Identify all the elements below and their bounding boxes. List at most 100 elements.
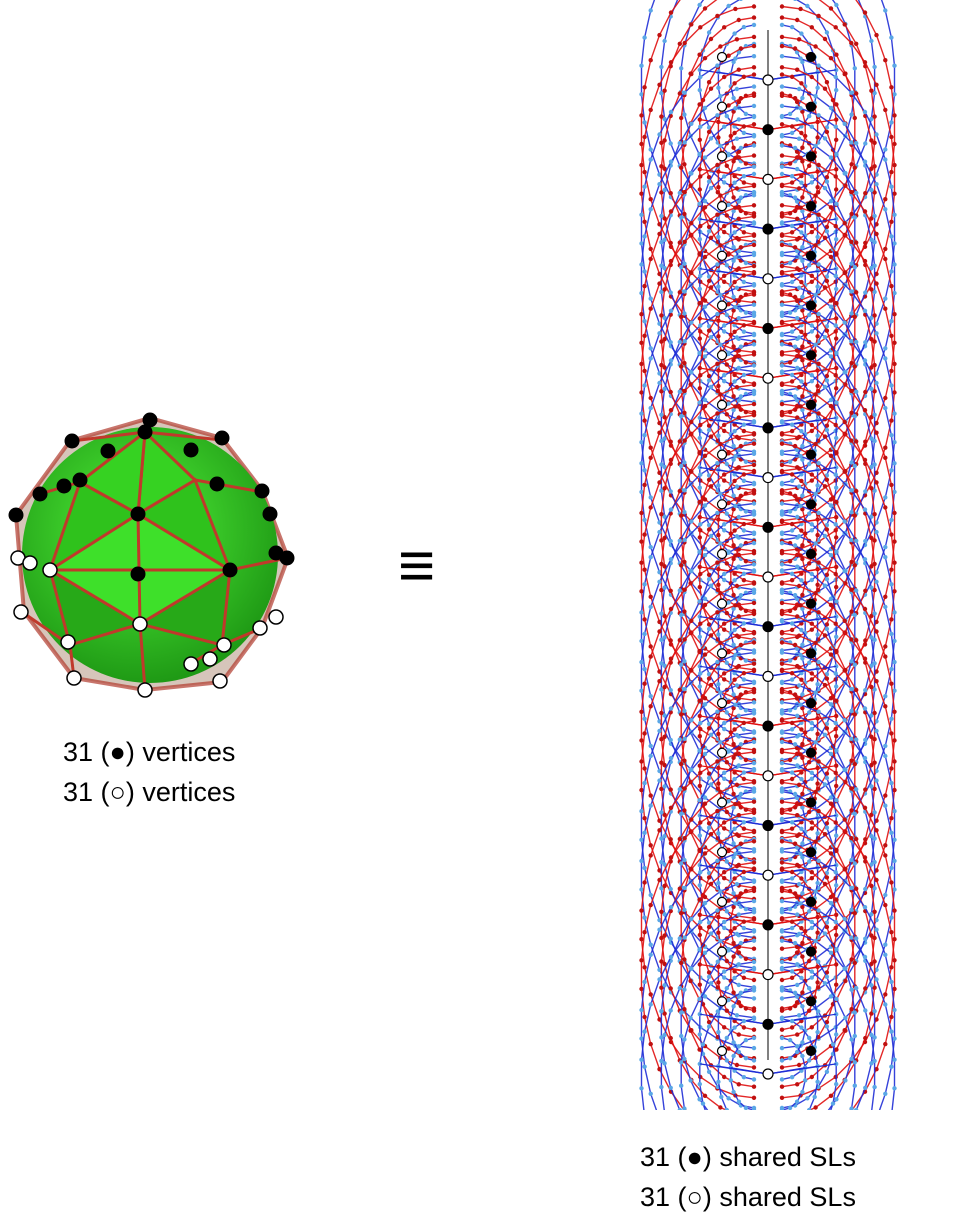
schlegel-point — [751, 631, 757, 636]
schlegel-point — [779, 1008, 785, 1013]
schlegel-edge — [680, 464, 755, 690]
schlegel-point — [869, 564, 874, 569]
schlegel-point — [648, 395, 653, 401]
schlegel-point — [708, 335, 714, 340]
schlegel-point — [751, 84, 757, 89]
schlegel-point — [718, 392, 723, 397]
schlegel-point — [662, 933, 667, 938]
schlegel-point — [668, 1008, 673, 1013]
schlegel-point — [792, 344, 798, 349]
schlegel-point — [731, 308, 736, 313]
schlegel-point — [779, 967, 785, 972]
schlegel-point — [736, 514, 741, 520]
schlegel-point — [668, 588, 673, 593]
schlegel-point — [702, 155, 708, 160]
schlegel-point — [718, 44, 723, 49]
schlegel-point — [648, 445, 653, 450]
schlegel-point — [682, 686, 687, 692]
schlegel-point — [662, 762, 667, 768]
schlegel-point — [642, 865, 647, 871]
schlegel-point — [883, 853, 888, 858]
schlegel-edge — [781, 521, 819, 633]
schlegel-point — [697, 386, 702, 391]
schlegel-point — [736, 497, 742, 502]
schlegel-point — [741, 124, 747, 129]
schlegel-point — [697, 798, 702, 803]
schlegel-point — [642, 433, 647, 438]
schlegel-point — [849, 857, 854, 863]
schlegel-point — [854, 339, 859, 345]
schlegel-point — [733, 404, 738, 409]
schlegel-point — [733, 106, 738, 111]
schlegel-point — [724, 610, 729, 616]
schlegel-point — [682, 112, 687, 117]
schlegel-edge — [730, 987, 755, 1062]
schlegel-point — [892, 241, 897, 246]
schlegel-point — [743, 310, 749, 315]
schlegel-point — [779, 221, 785, 226]
schlegel-point — [779, 413, 785, 418]
schlegel-point — [689, 171, 694, 176]
schlegel-point — [852, 1083, 857, 1088]
schlegel-point — [751, 1077, 757, 1082]
schlegel-point — [824, 80, 830, 85]
schlegel-point — [822, 434, 828, 439]
schlegel-point — [741, 1025, 747, 1030]
schlegel-point — [815, 334, 820, 339]
schlegel-point — [716, 781, 721, 786]
schlegel-point — [822, 633, 828, 638]
schlegel-point — [659, 462, 664, 467]
schlegel-point — [799, 926, 804, 931]
schlegel-point — [828, 553, 834, 558]
schlegel-point — [872, 786, 877, 792]
schlegel-point — [816, 510, 821, 516]
schlegel-point — [789, 428, 795, 434]
schlegel-point — [743, 857, 749, 862]
schlegel-edge — [717, 24, 755, 136]
schlegel-point — [736, 646, 742, 651]
schlegel-point — [668, 805, 674, 810]
hub-vertex-white — [762, 770, 774, 782]
schlegel-point — [682, 162, 687, 167]
schlegel-edge — [781, 215, 856, 442]
schlegel-edge — [781, 223, 819, 335]
schlegel-point — [815, 483, 820, 488]
hub-vertex-white — [762, 173, 774, 185]
schlegel-point — [697, 763, 702, 768]
schlegel-point — [828, 602, 834, 608]
schlegel-point — [751, 562, 757, 567]
schlegel-point — [874, 868, 879, 873]
schlegel-point — [834, 237, 839, 242]
schlegel-point — [789, 230, 795, 235]
schlegel-point — [736, 67, 741, 72]
schlegel-point — [738, 443, 744, 449]
schlegel-point — [716, 1079, 721, 1085]
schlegel-point — [799, 478, 804, 484]
schlegel-edge — [730, 739, 755, 813]
schlegel-point — [688, 1015, 693, 1021]
schlegel-point — [697, 67, 702, 73]
schlegel-point — [794, 1044, 800, 1049]
schlegel-point — [869, 365, 874, 370]
schlegel-point — [668, 308, 674, 313]
schlegel-point — [892, 510, 897, 516]
schlegel-point — [741, 174, 747, 179]
schlegel-point — [668, 408, 674, 413]
schlegel-point — [779, 810, 785, 815]
schlegel-point — [789, 925, 795, 931]
schlegel-point — [815, 532, 820, 538]
schlegel-point — [706, 577, 712, 582]
left-count-black: 31 — [63, 737, 94, 767]
schlegel-point — [697, 251, 702, 256]
schlegel-point — [779, 65, 785, 70]
schlegel-point — [833, 323, 838, 328]
schlegel-point — [732, 230, 737, 235]
schlegel-point — [668, 606, 674, 612]
schlegel-point — [659, 263, 664, 268]
schlegel-spoke — [767, 69, 837, 81]
schlegel-point — [736, 465, 741, 470]
schlegel-point — [751, 420, 757, 425]
schlegel-point — [794, 497, 800, 502]
schlegel-edge — [730, 689, 755, 763]
schlegel-point — [813, 342, 818, 347]
